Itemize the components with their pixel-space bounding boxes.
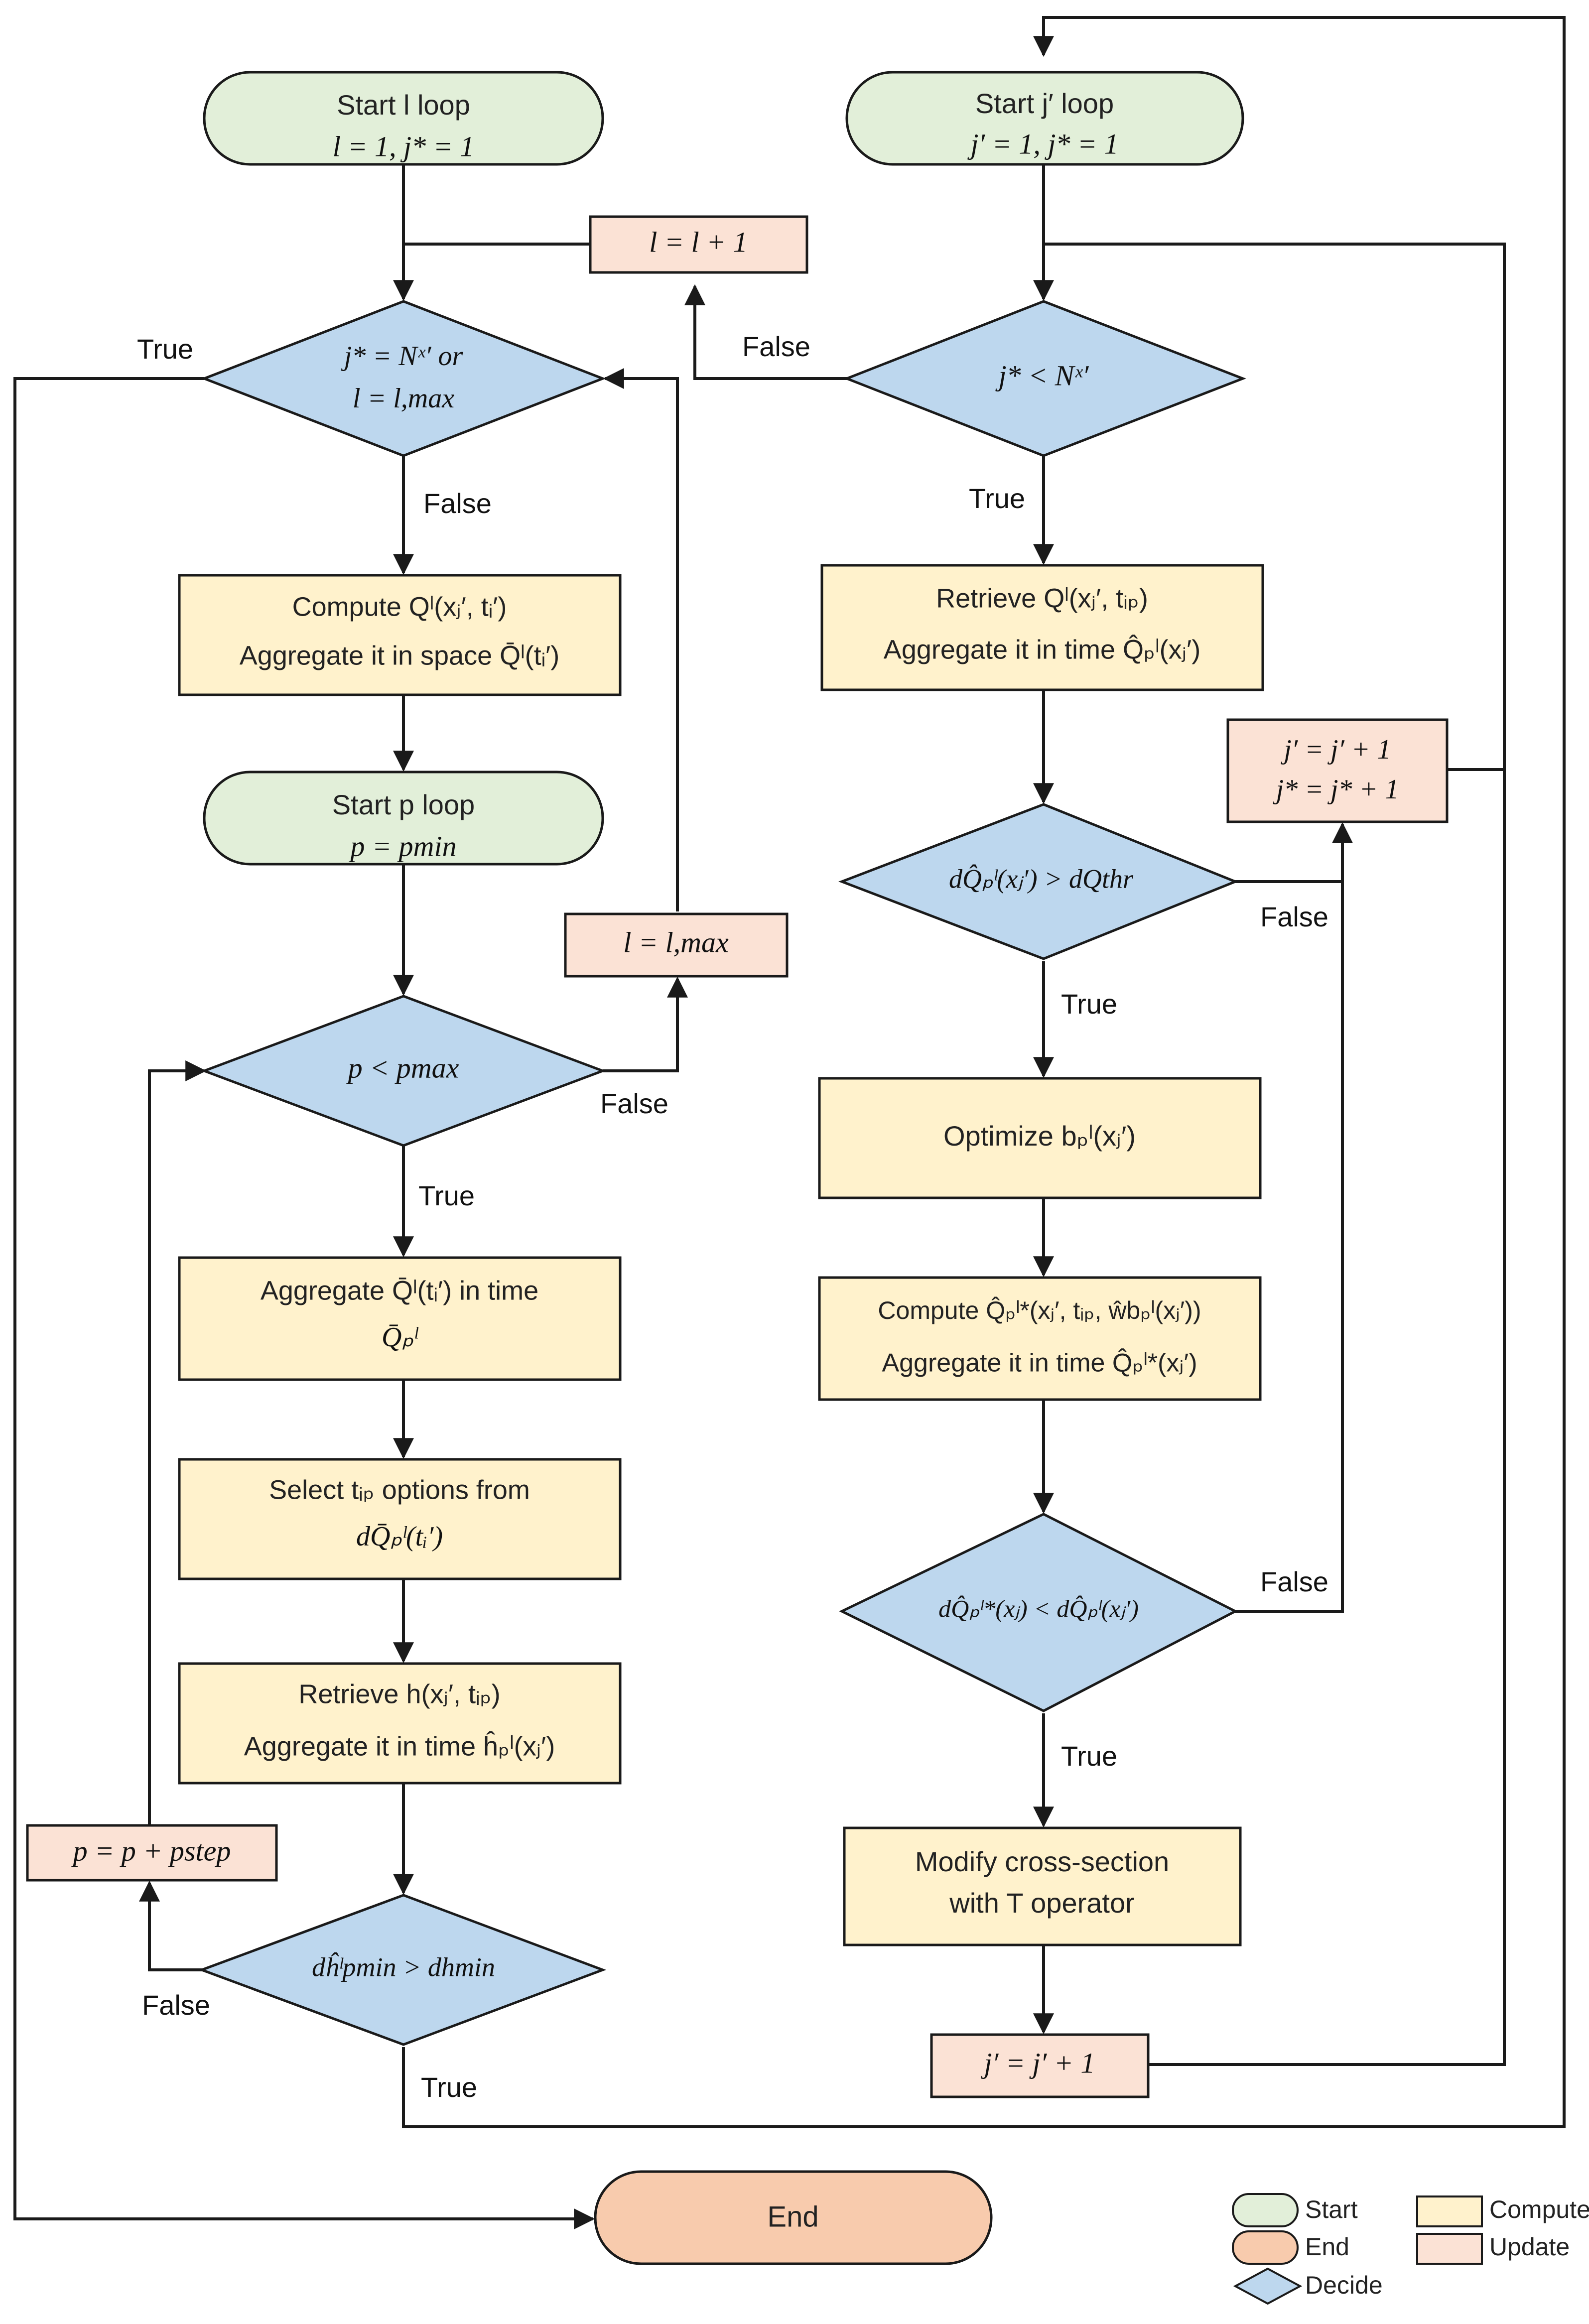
update-j: j′ = j′ + 1 [930, 2033, 1150, 2098]
label-decide-h-true: True [421, 2071, 477, 2103]
update-l-max-text: l = l,max [623, 926, 729, 958]
modify-line2: with T operator [949, 1887, 1134, 1919]
select-tip-box: Select tᵢₚ options from dQ̄ₚˡ(tᵢ′) [178, 1458, 622, 1580]
decide-dQ-text: dQ̂ₚˡ(xⱼ′) > dQthr [949, 864, 1134, 894]
update-l-max: l = l,max [564, 912, 789, 978]
update-j-both: j′ = j′ + 1 j* = j* + 1 [1226, 718, 1449, 823]
update-j-both-line1: j′ = j′ + 1 [1281, 734, 1391, 765]
compute-Q-box: Compute Qˡ(xⱼ′, tᵢ′) Aggregate it in spa… [178, 574, 622, 696]
aggregate-time-line2: Q̄ₚˡ [382, 1322, 418, 1353]
retrieve-h-line2: Aggregate it in time ĥₚˡ(xⱼ′) [244, 1731, 555, 1761]
legend-compute-label: Compute [1489, 2195, 1589, 2223]
end-text: End [767, 2200, 818, 2233]
start-p-title: Start p loop [332, 789, 475, 820]
start-p-loop: Start p loop p = pmin [203, 771, 604, 866]
edge-decide-star-false [1235, 882, 1344, 1613]
decide-l-line1: j* = Nˣ′ or [341, 341, 463, 372]
label-decide-dQ-true: True [1061, 988, 1117, 1020]
compute-Q-line2: Aggregate it in space Q̄ˡ(tᵢ′) [240, 641, 559, 670]
label-decide-l-false: False [423, 488, 492, 519]
compute-Qstar-line2: Aggregate it in time Q̂ₚˡ*(xⱼ′) [882, 1348, 1197, 1378]
retrieve-Q-box: Retrieve Qˡ(xⱼ′, tᵢₚ) Aggregate it in ti… [820, 564, 1264, 691]
label-decide-p-false: False [600, 1088, 668, 1119]
decide-j-text: j* < Nˣ′ [995, 359, 1089, 391]
update-p-step: p = p + pstep [26, 1824, 278, 1882]
decide-h-text: dĥˡpmin > dhmin [312, 1951, 495, 1982]
aggregate-time-box: Aggregate Q̄ˡ(tᵢ′) in time Q̄ₚˡ [178, 1256, 622, 1381]
compute-Qstar-box: Compute Q̂ₚˡ*(xⱼ′, tᵢₚ, ŵbₚˡ(xⱼ′)) Aggre… [818, 1276, 1262, 1401]
decide-h-diamond: dĥˡpmin > dhmin [198, 1894, 607, 2046]
legend-end-label: End [1305, 2233, 1349, 2261]
update-j-both-line2: j* = j* + 1 [1273, 774, 1399, 805]
optimize-text: Optimize bₚˡ(xⱼ′) [943, 1120, 1136, 1152]
compute-Qstar-line1: Compute Q̂ₚˡ*(xⱼ′, tᵢₚ, ŵbₚˡ(xⱼ′)) [878, 1296, 1201, 1324]
start-j-loop: Start j′ loop j′ = 1, j* = 1 [845, 71, 1244, 166]
update-j-text: j′ = j′ + 1 [981, 2047, 1095, 2079]
retrieve-h-line1: Retrieve h(xⱼ′, tᵢₚ) [298, 1679, 500, 1709]
decide-dQ-diamond: dQ̂ₚˡ(xⱼ′) > dQthr [838, 803, 1239, 960]
edge-decide-p-false [603, 976, 688, 1072]
retrieve-Q-line2: Aggregate it in time Q̂ₚˡ(xⱼ′) [884, 634, 1200, 664]
label-decide-h-false: False [142, 1989, 210, 2021]
label-decide-star-true: True [1061, 1740, 1117, 1772]
decide-l-line2: l = l,max [353, 383, 454, 414]
start-l-title: Start l loop [337, 89, 470, 121]
modify-line1: Modify cross-section [915, 1846, 1169, 1877]
connectors [13, 16, 1566, 2229]
modify-box: Modify cross-section with T operator [843, 1826, 1242, 1946]
end-terminal: End [594, 2170, 993, 2265]
legend-update-swatch [1416, 2233, 1483, 2265]
label-decide-dQ-false: False [1260, 901, 1328, 932]
start-l-loop: Start l loop l = 1, j* = 1 [203, 71, 604, 166]
legend-decide-swatch [1233, 2267, 1303, 2305]
edge-labels: True False False True False True False T… [137, 331, 1328, 2103]
label-decide-j-false: False [742, 331, 810, 362]
legend-start-label: Start [1305, 2195, 1358, 2223]
edge-lmax-to-decide-l [603, 368, 679, 911]
aggregate-time-line1: Aggregate Q̄ˡ(tᵢ′) in time [261, 1276, 538, 1305]
update-l-plus-one: l = l + 1 [589, 215, 808, 274]
retrieve-Q-line1: Retrieve Qˡ(xⱼ′, tᵢₚ) [936, 583, 1148, 613]
start-j-init: j′ = 1, j* = 1 [967, 128, 1118, 160]
legend-update-label: Update [1489, 2233, 1570, 2261]
decide-j-diamond: j* < Nˣ′ [843, 300, 1246, 457]
label-decide-p-true: True [418, 1180, 475, 1211]
legend: Start End Decide Compute Update [1232, 2193, 1589, 2305]
legend-compute-swatch [1416, 2195, 1483, 2227]
retrieve-h-box: Retrieve h(xⱼ′, tᵢₚ) Aggregate it in tim… [178, 1662, 622, 1785]
select-tip-line2: dQ̄ₚˡ(tᵢ′) [356, 1521, 443, 1552]
legend-decide-label: Decide [1305, 2271, 1383, 2299]
edge-decide-l-true-to-end [13, 377, 595, 2229]
compute-Q-line1: Compute Qˡ(xⱼ′, tᵢ′) [292, 592, 507, 622]
edge-decide-dQ-false [1235, 822, 1353, 883]
update-l-plus-text: l = l + 1 [649, 226, 748, 258]
edge-decide-h-false [139, 1880, 202, 1971]
start-j-title: Start j′ loop [975, 88, 1114, 119]
decide-l-diamond: j* = Nˣ′ or l = l,max [201, 300, 606, 457]
edge-pstep-to-decide-p [148, 1060, 207, 1843]
decide-star-diamond: dQ̂ₚˡ*(xⱼ) < dQ̂ₚˡ(xⱼ′) [839, 1513, 1238, 1712]
decide-star-text: dQ̂ₚˡ*(xⱼ) < dQ̂ₚˡ(xⱼ′) [938, 1594, 1139, 1622]
optimize-box: Optimize bₚˡ(xⱼ′) [818, 1077, 1262, 1199]
edge-updatej-loop [1148, 244, 1506, 2066]
decide-p-text: p < pmax [346, 1051, 459, 1084]
label-decide-l-true: True [137, 333, 193, 365]
label-decide-star-false: False [1260, 1566, 1328, 1597]
legend-start-swatch [1232, 2193, 1299, 2227]
update-p-step-text: p = p + pstep [71, 1834, 231, 1867]
decide-p-diamond: p < pmax [200, 995, 607, 1147]
edge-decide-h-true-to-startj [402, 16, 1566, 2128]
label-decide-j-true: True [969, 483, 1025, 514]
edge-decide-j-false [684, 284, 847, 380]
start-l-init: l = 1, j* = 1 [333, 130, 475, 162]
select-tip-line1: Select tᵢₚ options from [269, 1475, 530, 1505]
legend-end-swatch [1232, 2230, 1299, 2265]
start-p-init: p = pmin [348, 830, 456, 862]
